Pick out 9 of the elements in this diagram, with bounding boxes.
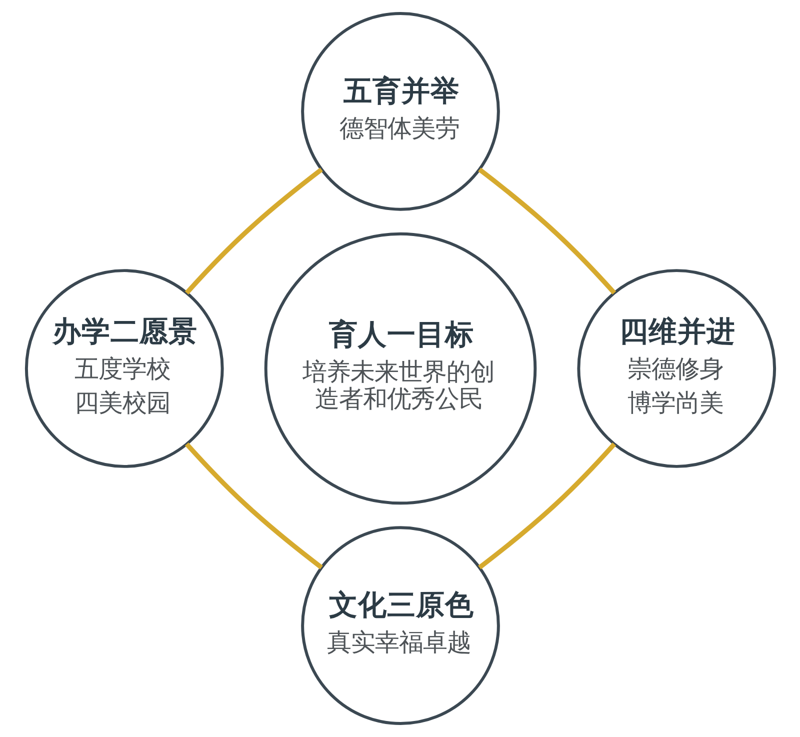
- node-circle: 五育并举 德智体美劳: [300, 12, 500, 211]
- node-circle: 育人一目标 培养未来世界的创造者和优秀公民: [264, 232, 536, 505]
- connector: [184, 442, 322, 570]
- connector: [184, 168, 322, 295]
- connector: [478, 168, 616, 295]
- node-circle: 文化三原色 真实幸福卓越: [300, 526, 500, 725]
- node-circle: 办学二愿景 五度学校 四美校园: [24, 269, 224, 468]
- node-circle: 四维并进 崇德修身 博学尚美: [576, 269, 776, 468]
- connector: [478, 442, 616, 570]
